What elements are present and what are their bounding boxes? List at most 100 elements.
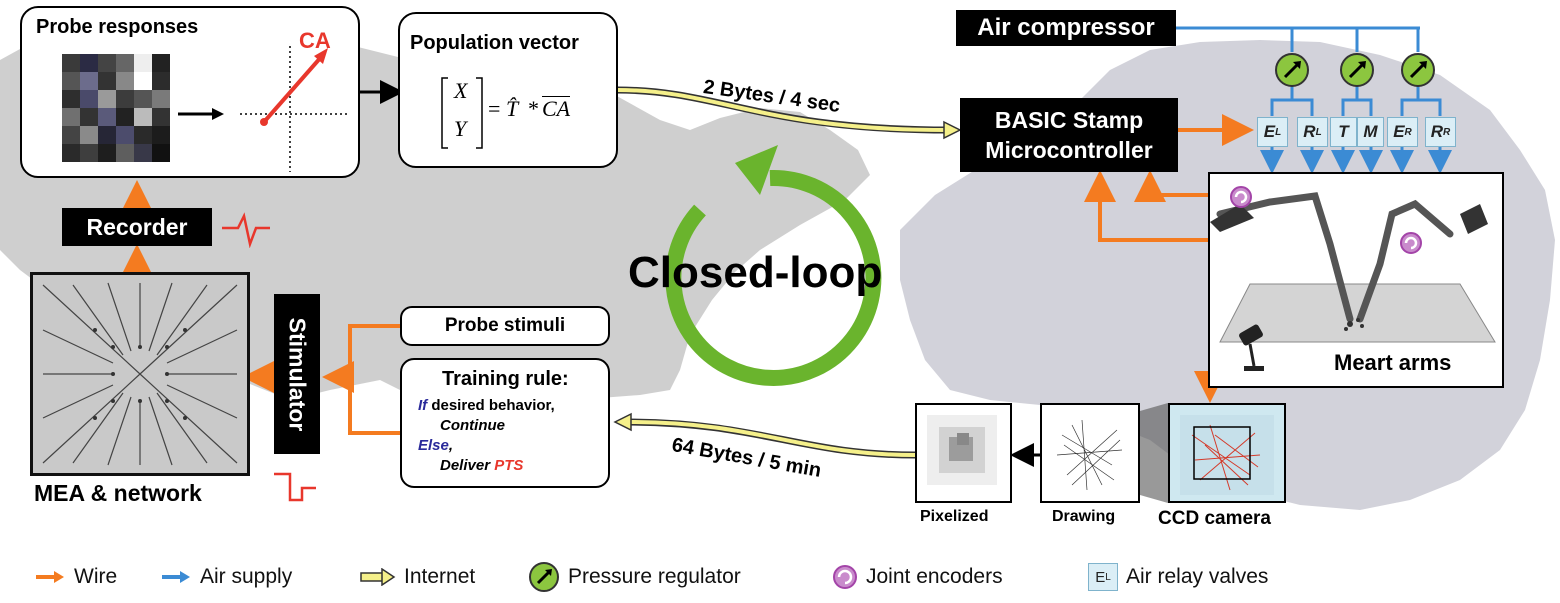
matrix-bracket-left: [441, 77, 448, 149]
pen-drawing-image: [1056, 419, 1123, 491]
eq-t-hat: T̂: [506, 96, 519, 121]
rule-deliver: Deliver: [440, 457, 495, 474]
internet-bottom-head: [613, 412, 632, 432]
heatmap-to-axes-arrowhead: [212, 108, 224, 120]
legend-encoders-label: Joint encoders: [866, 565, 1003, 588]
eq-x: X: [454, 78, 468, 103]
rule-if-text: desired behavior,: [427, 397, 555, 414]
ccd-camera-icon: [1239, 324, 1264, 371]
joint-encoder-1: [1230, 186, 1252, 208]
basic-stamp-line2: Microcontroller: [985, 137, 1153, 163]
eq-y: Y: [454, 116, 467, 141]
valve-sub: L: [1315, 126, 1322, 138]
spike-waveform-icon: [222, 212, 270, 248]
valve-letter: R: [1303, 122, 1316, 141]
training-rule-box: Training rule: If desired behavior, Cont…: [400, 358, 610, 488]
ccd-camera-image: [1180, 415, 1274, 495]
internet-top-head: [943, 120, 962, 140]
air-branch-1: [1270, 86, 1314, 116]
legend-wire-label: Wire: [74, 565, 118, 588]
left-gripper: [1210, 204, 1254, 232]
closed-loop-label: Closed-loop: [628, 248, 883, 297]
rule-pts: PTS: [494, 457, 524, 474]
rule-line-deliver: Deliver PTS: [418, 456, 608, 476]
rule-line-continue: Continue: [418, 416, 608, 436]
pixelized-panel: [915, 403, 1012, 503]
joint-encoder-icon: [833, 565, 857, 589]
legend-valve-sub: L: [1105, 571, 1111, 583]
ccd-camera-label: CCD camera: [1158, 508, 1271, 529]
valve-letter: R: [1430, 122, 1444, 141]
drawing-label: Drawing: [1052, 508, 1116, 525]
ca-label: CA: [299, 28, 331, 53]
basic-stamp-block: BASIC Stamp Microcontroller: [960, 98, 1178, 172]
probe-response-heatmap: [62, 54, 170, 162]
valve-sub: R: [1443, 126, 1451, 138]
pressure-regulator-icon: [529, 562, 559, 592]
ca-vector: [262, 54, 324, 124]
legend-encoders: Joint encoders: [832, 562, 1003, 592]
stimulator-label: Stimulator: [284, 317, 311, 431]
pen-marks-cluster: [1344, 318, 1364, 331]
legend-pressure: Pressure regulator: [528, 562, 741, 592]
legend-wire: Wire: [34, 562, 117, 592]
pulse-waveform-icon: [274, 472, 316, 502]
air-compressor-block: Air compressor: [956, 10, 1176, 46]
rule-line-if: If desired behavior,: [418, 396, 608, 416]
air-branch-3: [1400, 86, 1442, 116]
meart-arms-panel: Meart arms: [1208, 172, 1504, 388]
pressure-regulator-icon: [1275, 53, 1309, 87]
legend-internet: Internet: [360, 562, 475, 592]
mea-electrode-grid: [42, 282, 238, 466]
pressure-regulator-3: [1400, 52, 1436, 88]
rule-if-keyword: If: [418, 397, 428, 414]
stimuli-merge-wire: [348, 324, 400, 435]
recorder-block: Recorder: [62, 208, 212, 246]
rule-else-comma: ,: [448, 437, 454, 454]
valve-sub: L: [1275, 126, 1282, 138]
eq-equals: =: [488, 96, 501, 121]
eq-ca-vector: CA: [542, 96, 571, 121]
encoder1-wire: [1134, 170, 1232, 202]
rule-line-else: Else,: [418, 436, 608, 456]
ccd-camera-panel: [1168, 403, 1286, 503]
internet-bottom-fill: [628, 420, 916, 457]
right-gripper: [1460, 204, 1488, 234]
probe-arrow-and-axes: [178, 46, 347, 172]
training-rule-title: Training rule:: [442, 368, 569, 390]
air-branch-2: [1341, 86, 1373, 116]
heatmap-cells: [62, 54, 170, 162]
ccd-zoom-wedge: [1140, 403, 1168, 503]
legend-valve-letter: E: [1095, 568, 1106, 586]
drawing-panel: [1040, 403, 1140, 503]
legend-pressure-label: Pressure regulator: [568, 565, 741, 588]
valve-to-arm-air-lines: [1260, 147, 1452, 174]
ca-origin-dot: [260, 118, 268, 126]
mea-network-label: MEA & network: [34, 480, 202, 506]
blue-arrow-icon: [162, 571, 190, 583]
valve-sub: R: [1404, 126, 1412, 138]
pressure-regulator-icon: [1340, 53, 1374, 87]
pixelized-label: Pixelized: [920, 508, 989, 525]
probe-stimuli-box: Probe stimuli: [400, 306, 610, 346]
basic-stamp-line1: BASIC Stamp: [994, 107, 1144, 133]
matrix-bracket-right: [476, 77, 483, 149]
closed-loop-arrow-head: [735, 145, 778, 195]
population-vector-box: Population vector X Y = T̂ * CA: [398, 12, 618, 168]
legend-internet-label: Internet: [404, 565, 476, 588]
ca-vector-head: [314, 48, 328, 64]
eq-star: *: [528, 96, 539, 121]
orange-arrow-icon: [36, 571, 64, 583]
legend-relay-label: Air relay valves: [1126, 565, 1269, 588]
valve-letter: E: [1393, 122, 1405, 141]
pressure-regulator-1: [1274, 52, 1310, 88]
valve-letter: M: [1363, 122, 1378, 141]
right-arm: [1356, 199, 1454, 323]
pressure-regulator-icon: [1401, 53, 1435, 87]
